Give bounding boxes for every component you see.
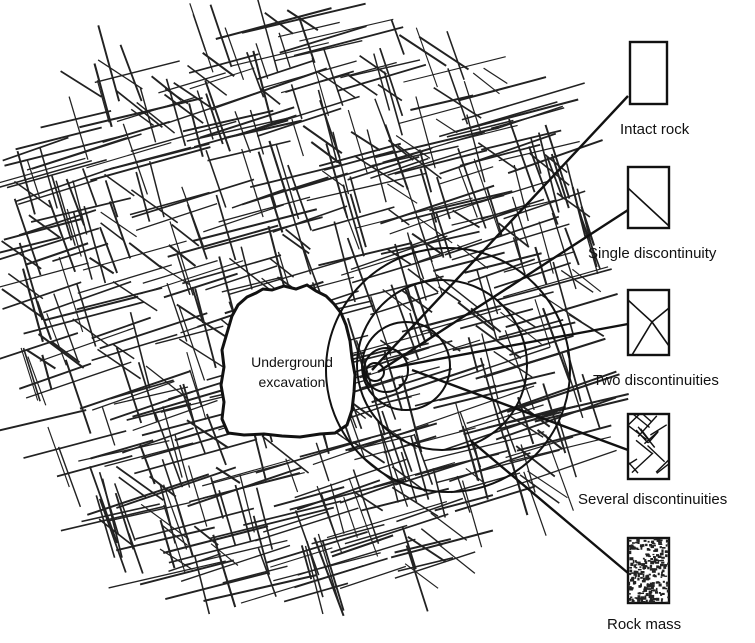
joint-network — [0, 0, 629, 617]
leader-line-mass — [469, 439, 629, 574]
underground-excavation-outline — [219, 283, 357, 439]
label-two-discontinuities: Two discontinuities — [593, 372, 719, 389]
rock-mass-box — [626, 536, 671, 605]
several-discontinuities-box — [626, 412, 671, 481]
scale-circle-2 — [363, 347, 409, 393]
leader-line-intact — [371, 95, 629, 371]
leader-line-two — [389, 322, 629, 370]
leader-line-several — [411, 368, 629, 452]
scale-circles — [325, 247, 571, 493]
label-intact-rock: Intact rock — [620, 121, 690, 138]
scale-circle-3 — [361, 321, 451, 411]
label-single-discontinuity: Single discontinuity — [588, 245, 717, 262]
single-discontinuity-box — [626, 165, 671, 230]
intact-rock-box — [628, 40, 669, 106]
scale-circle-1 — [365, 362, 385, 382]
two-discontinuities-box — [626, 288, 671, 357]
leader-lines — [371, 95, 629, 574]
label-several-discontinuities: Several discontinuities — [578, 491, 728, 508]
scale-circle-4 — [356, 279, 528, 451]
excavation-label-line-2: excavation — [258, 374, 326, 390]
scale-circle-5 — [325, 247, 571, 493]
label-rock-mass: Rock mass — [607, 616, 682, 633]
excavation-label-line-1: Underground — [251, 354, 333, 370]
leader-line-single — [377, 208, 629, 374]
